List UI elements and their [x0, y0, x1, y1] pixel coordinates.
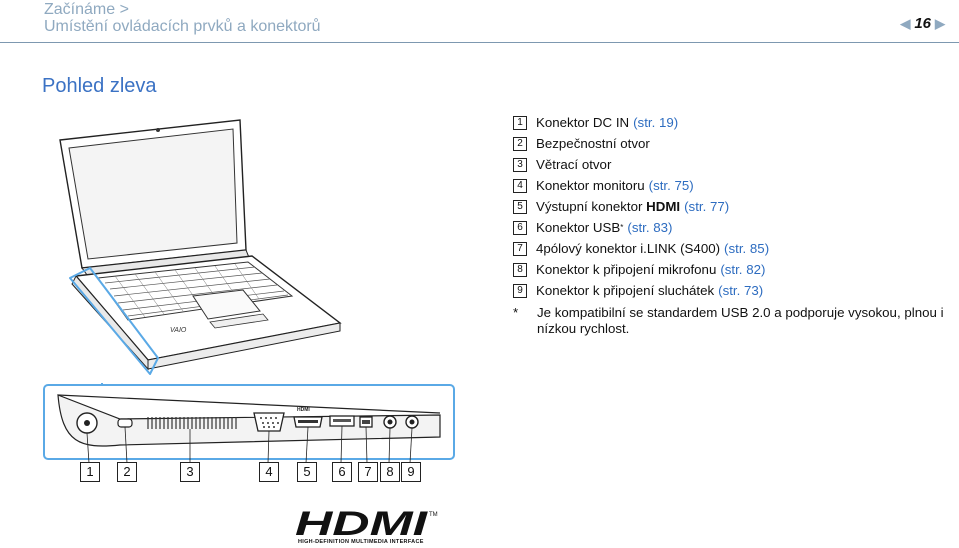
footnote-marker: *: [620, 223, 624, 232]
item-number: 9: [513, 283, 527, 298]
callout-highlight: [69, 267, 159, 375]
page-reference-link[interactable]: (str. 73): [718, 283, 764, 298]
item-text: Konektor DC IN: [536, 115, 630, 130]
page-reference-link[interactable]: (str. 75): [648, 178, 694, 193]
callout-label: 8: [380, 462, 400, 482]
item-text: Konektor USB: [536, 220, 621, 235]
list-item: 3 Větrací otvor: [513, 154, 953, 175]
item-text: Bezpečnostní otvor: [536, 136, 650, 151]
item-number: 6: [513, 220, 527, 235]
breadcrumb-current: Umístění ovládacích prvků a konektorů: [44, 18, 321, 35]
callout-label: 7: [358, 462, 378, 482]
connector-list: 1 Konektor DC IN (str. 19) 2 Bezpečnostn…: [513, 112, 953, 301]
list-item: 7 4pólový konektor i.LINK (S400) (str. 8…: [513, 238, 953, 259]
hdmi-wordmark: HDMI: [295, 508, 429, 538]
header-divider: [0, 42, 959, 43]
list-item: 9 Konektor k připojení sluchátek (str. 7…: [513, 280, 953, 301]
hdmi-logo: HDMI TM: [295, 508, 438, 538]
callout-label: 5: [297, 462, 317, 482]
item-number: 7: [513, 241, 527, 256]
item-number: 8: [513, 262, 527, 277]
trademark-symbol: TM: [429, 512, 438, 518]
page-navigation: ◀ 16 ▶: [900, 15, 945, 32]
footnote-marker: *: [513, 305, 519, 320]
item-text: Konektor k připojení sluchátek: [536, 283, 715, 298]
breadcrumb-parent[interactable]: Začínáme >: [44, 1, 129, 18]
item-number: 4: [513, 178, 527, 193]
page-number: 16: [914, 15, 931, 32]
next-page-icon[interactable]: ▶: [935, 15, 945, 31]
item-text: Výstupní konektor: [536, 199, 643, 214]
list-item: 6 Konektor USB* (str. 83): [513, 217, 953, 238]
callout-label: 4: [259, 462, 279, 482]
hdmi-tagline: HIGH-DEFINITION MULTIMEDIA INTERFACE: [298, 539, 424, 545]
hdmi-port-label: HDMI: [297, 407, 310, 413]
callout-label: 2: [117, 462, 137, 482]
item-number: 5: [513, 199, 527, 214]
item-text: 4pólový konektor i.LINK (S400): [536, 241, 721, 256]
item-number: 1: [513, 115, 527, 130]
list-item: 5 Výstupní konektor HDMI (str. 77): [513, 196, 953, 217]
callout-labels: 1 2 3 4 5 6 7 8 9: [80, 462, 520, 484]
item-text: Větrací otvor: [536, 157, 612, 172]
security-slot: [117, 418, 133, 428]
monitor-port: [253, 412, 285, 432]
footnote: * Je kompatibilní se standardem USB 2.0 …: [513, 305, 953, 337]
air-vent: [147, 417, 237, 429]
section-title: Pohled zleva: [42, 75, 157, 97]
callout-label: 1: [80, 462, 100, 482]
list-item: 2 Bezpečnostní otvor: [513, 133, 953, 154]
page-reference-link[interactable]: (str. 77): [684, 199, 730, 214]
callout-label: 9: [401, 462, 421, 482]
item-number: 2: [513, 136, 527, 151]
page-reference-link[interactable]: (str. 83): [627, 220, 673, 235]
page-reference-link[interactable]: (str. 85): [724, 241, 770, 256]
item-text: Konektor monitoru: [536, 178, 645, 193]
list-item: 8 Konektor k připojení mikrofonu (str. 8…: [513, 259, 953, 280]
port-callout-frame: [43, 384, 455, 460]
item-text-bold: HDMI: [646, 199, 681, 214]
item-text: Konektor k připojení mikrofonu: [536, 262, 717, 277]
list-item: 1 Konektor DC IN (str. 19): [513, 112, 953, 133]
page-reference-link[interactable]: (str. 82): [720, 262, 766, 277]
laptop-illustration: VAIO: [59, 119, 342, 375]
port-strip-illustration: HDMI: [43, 383, 455, 463]
page-reference-link[interactable]: (str. 19): [633, 115, 679, 130]
item-number: 3: [513, 157, 527, 172]
callout-label: 6: [332, 462, 352, 482]
list-item: 4 Konektor monitoru (str. 75): [513, 175, 953, 196]
vaio-badge: VAIO: [170, 327, 187, 334]
footnote-text: Je kompatibilní se standardem USB 2.0 a …: [537, 305, 944, 336]
prev-page-icon[interactable]: ◀: [900, 15, 911, 31]
callout-label: 3: [180, 462, 200, 482]
